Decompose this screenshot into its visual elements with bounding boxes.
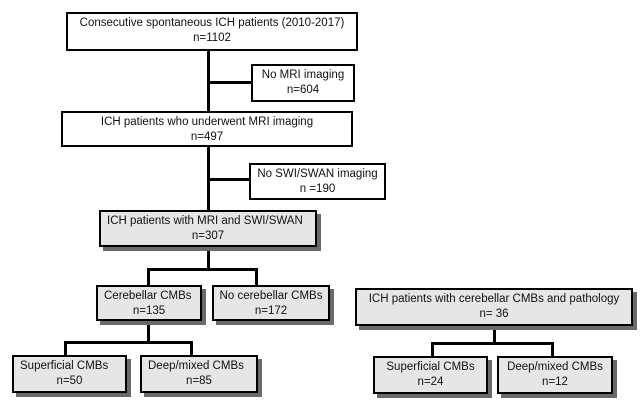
- connector-split-3: [431, 342, 554, 345]
- node-deep-2-count: n=12: [542, 376, 568, 388]
- node-mri-swi-count: n=307: [191, 230, 225, 242]
- node-deep-2-title: Deep/mixed CMBs: [507, 361, 603, 373]
- node-cerebellar: Cerebellar CMBs n=135: [96, 285, 202, 321]
- node-no-swi: No SWI/SWAN imaging n =190: [249, 163, 386, 200]
- connector-split-3-left: [431, 342, 434, 356]
- connector-split-2-left: [64, 341, 67, 355]
- connector-main-4: [147, 321, 150, 343]
- node-pathology-title: ICH patients with cerebellar CMBs and pa…: [368, 293, 620, 305]
- node-cerebellar-title: Cerebellar CMBs: [104, 290, 192, 302]
- node-all-patients: Consecutive spontaneous ICH patients (20…: [66, 12, 358, 51]
- node-no-swi-title: No SWI/SWAN imaging: [257, 168, 378, 180]
- node-mri: ICH patients who underwent MRI imaging n…: [61, 111, 353, 147]
- connector-exclusion-2: [207, 178, 250, 181]
- node-all-patients-count: n=1102: [193, 32, 231, 44]
- connector-split-1: [147, 268, 258, 271]
- node-no-swi-count: n =190: [299, 183, 336, 195]
- connector-split-3-right: [551, 342, 554, 356]
- connector-split-1-right: [255, 268, 258, 285]
- node-deep-1-title: Deep/mixed CMBs: [148, 360, 244, 372]
- node-superficial-2-title: Superficial CMBs: [386, 361, 475, 373]
- node-deep-1-count: n=85: [186, 375, 212, 387]
- node-superficial-2-count: n=24: [417, 376, 444, 388]
- connector-main-5: [493, 326, 496, 344]
- node-no-cerebellar-title: No cerebellar CMBs: [219, 290, 323, 302]
- node-superficial-1: Superficial CMBs n=50: [12, 355, 127, 393]
- connector-split-2: [64, 341, 193, 344]
- node-no-mri-title: No MRI imaging: [261, 69, 345, 81]
- node-no-mri: No MRI imaging n=604: [251, 64, 355, 102]
- node-mri-swi-title: ICH patients with MRI and SWI/SWAN: [107, 215, 303, 227]
- connector-split-1-left: [147, 268, 150, 285]
- node-mri-title: ICH patients who underwent MRI imaging: [100, 116, 314, 128]
- node-deep-1: Deep/mixed CMBs n=85: [140, 355, 258, 393]
- node-all-patients-title: Consecutive spontaneous ICH patients (20…: [79, 17, 345, 29]
- node-no-cerebellar: No cerebellar CMBs n=172: [212, 285, 330, 321]
- node-superficial-2: Superficial CMBs n=24: [373, 356, 488, 394]
- node-superficial-1-count: n=50: [56, 375, 83, 387]
- node-no-cerebellar-count: n=172: [254, 305, 288, 317]
- node-pathology: ICH patients with cerebellar CMBs and pa…: [355, 288, 633, 326]
- connector-exclusion-1: [207, 81, 252, 84]
- connector-main-3: [207, 248, 210, 270]
- node-no-mri-count: n=604: [286, 84, 320, 96]
- node-superficial-1-title: Superficial CMBs: [20, 360, 109, 372]
- node-mri-count: n=497: [190, 131, 224, 143]
- connector-split-2-right: [190, 341, 193, 355]
- node-cerebellar-count: n=135: [132, 305, 166, 317]
- node-deep-2: Deep/mixed CMBs n=12: [497, 356, 613, 394]
- node-mri-swi: ICH patients with MRI and SWI/SWAN n=307: [99, 210, 317, 247]
- node-pathology-count: n= 36: [479, 308, 509, 320]
